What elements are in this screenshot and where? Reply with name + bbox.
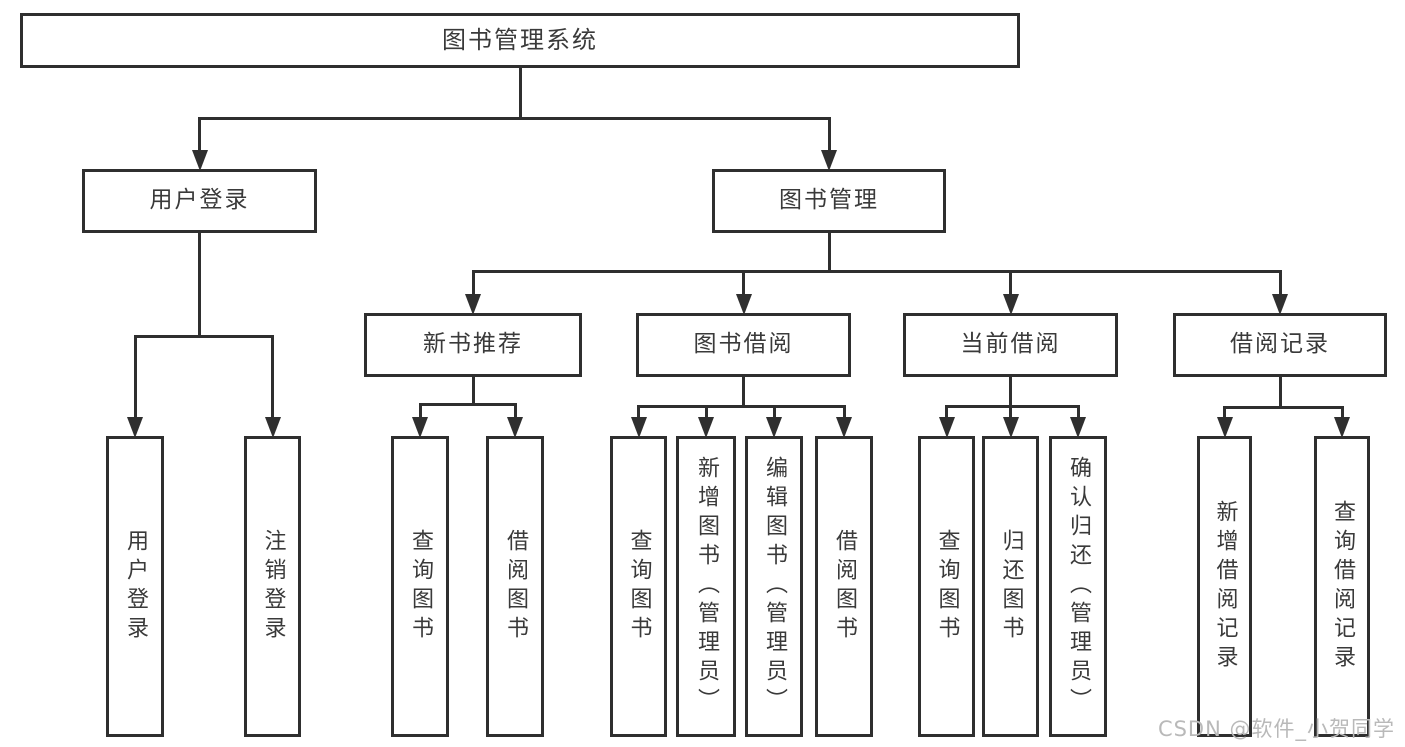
arrowhead-icon [1216,417,1233,438]
connector-line [1223,405,1344,409]
arrowhead-icon [1070,417,1086,438]
node-cb-query: 查询图书 [918,436,975,737]
node-label: 查询借阅记录 [1330,499,1355,674]
connector-line [827,118,831,157]
node-root: 图书管理系统 [20,13,1020,68]
connector-line [418,402,517,406]
arrowhead-icon [735,294,752,315]
connector-line [945,406,948,424]
connector-line [1278,377,1282,409]
connector-line [945,404,1080,408]
connector-line [637,404,846,408]
connector-line [637,406,640,424]
node-label: 用户登录 [149,187,250,214]
connector-line [471,271,475,301]
arrowhead-icon [698,417,714,438]
connector-line [271,336,274,424]
node-br-add: 新增借阅记录 [1197,436,1252,737]
node-borrow-records: 借阅记录 [1173,313,1387,377]
connector-line [842,406,846,424]
arrowhead-icon [1272,294,1288,315]
arrowhead-icon [264,417,281,438]
connector-line [133,334,274,338]
node-cb-return: 归还图书 [982,436,1039,737]
node-label: 图书管理系统 [442,26,598,55]
arrowhead-icon [1334,417,1350,438]
connector-line [1009,406,1012,424]
node-label: 查询图书 [408,528,433,645]
arrowhead-icon [630,417,647,438]
node-current-borrow: 当前借阅 [903,313,1118,377]
connector-line [471,377,475,406]
node-nb-query: 查询图书 [391,436,449,737]
node-label: 查询图书 [626,528,652,645]
node-cb-confirm: 确认归还（管理员） [1049,436,1107,737]
connector-line [471,269,1282,273]
connector-line [1223,407,1226,424]
connector-line [1076,406,1080,424]
node-label: 归还图书 [998,528,1024,645]
node-book-borrow: 图书借阅 [636,313,851,377]
connector-line [1009,377,1012,408]
node-br-query: 查询借阅记录 [1314,436,1370,737]
node-label: 借阅图书 [503,528,528,645]
connector-line [418,404,422,424]
node-label: 编辑图书（管理员） [762,456,787,717]
arrowhead-icon [127,417,143,438]
arrowhead-icon [821,150,837,171]
arrowhead-icon [836,417,852,438]
node-label: 确认归还（管理员） [1066,456,1091,717]
connector-line [772,406,776,424]
arrowhead-icon [465,294,481,315]
node-new-book-rec: 新书推荐 [364,313,582,377]
node-ul-user-login: 用户登录 [106,436,164,737]
connector-line [198,233,201,338]
node-nb-borrow: 借阅图书 [486,436,544,737]
connector-line [1278,271,1282,301]
connector-line [518,68,522,120]
node-book-mgmt: 图书管理 [712,169,946,233]
node-user-login: 用户登录 [82,169,317,233]
node-label: 新书推荐 [423,331,523,358]
arrowhead-icon [766,417,782,438]
arrowhead-icon [507,417,523,438]
node-label: 新增图书（管理员） [694,456,719,717]
node-ul-logout: 注销登录 [244,436,301,737]
arrowhead-icon [191,150,208,171]
node-bb-edit: 编辑图书（管理员） [745,436,803,737]
connector-line [513,404,517,424]
arrowhead-icon [938,417,955,438]
node-label: 借阅记录 [1230,331,1330,358]
node-label: 用户登录 [123,528,148,645]
node-label: 当前借阅 [960,331,1061,358]
node-label: 图书借阅 [693,331,794,358]
connector-line [1340,407,1344,424]
arrowhead-icon [1002,294,1019,315]
node-label: 图书管理 [779,187,879,214]
node-bb-borrow: 借阅图书 [815,436,873,737]
csdn-watermark: CSDN @软件_小贺同学 [1157,717,1395,741]
arrowhead-icon [1002,417,1019,438]
connector-line [704,406,708,424]
connector-line [198,118,201,157]
node-label: 注销登录 [260,528,286,645]
node-label: 借阅图书 [832,528,857,645]
connector-line [133,336,137,424]
connector-line [198,116,831,120]
node-bb-query: 查询图书 [610,436,667,737]
arrowhead-icon [412,417,428,438]
node-bb-add: 新增图书（管理员） [676,436,736,737]
connector-line [827,233,831,273]
node-label: 查询图书 [934,528,960,645]
connector-line [742,271,745,301]
connector-line [1009,271,1012,301]
connector-line [742,377,745,408]
node-label: 新增借阅记录 [1212,499,1238,674]
